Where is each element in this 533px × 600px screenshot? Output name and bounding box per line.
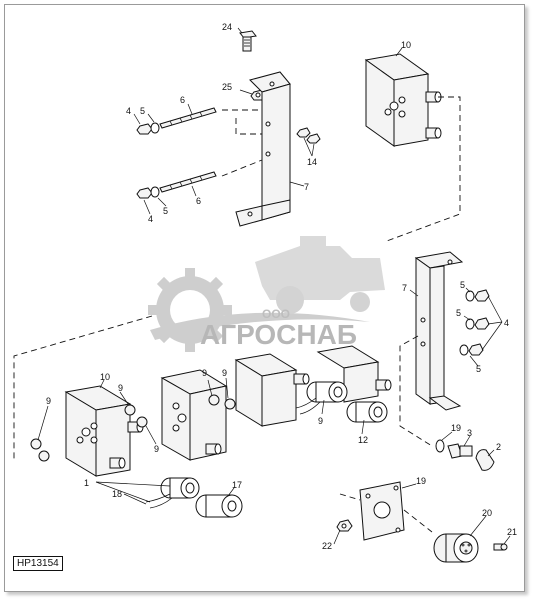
callout-label: 12 [358, 435, 368, 445]
callout-label: 19 [451, 423, 461, 433]
callout-label: 4 [148, 214, 153, 224]
callout-label: 10 [100, 372, 110, 382]
callout-label: 9 [46, 396, 51, 406]
callout-label: 6 [196, 196, 201, 206]
callout-label: 9 [202, 368, 207, 378]
figure-code: HP13154 [13, 556, 63, 571]
callout-label: 10 [401, 40, 411, 50]
solenoid-coil-18 [145, 477, 200, 509]
callout-label: 9 [222, 368, 227, 378]
nut-washer-upper-left [136, 122, 160, 135]
connector-22 [433, 533, 479, 563]
nut-washer-lower-left [136, 186, 160, 199]
callout-label: 24 [222, 22, 232, 32]
callout-label: 25 [222, 82, 232, 92]
bracket-7-right [414, 251, 464, 411]
callout-label: 5 [163, 206, 168, 216]
o-ring-3 [435, 439, 445, 453]
callout-label: 14 [307, 157, 317, 167]
callout-label: 5 [460, 280, 465, 290]
watermark-logo: ООО АГРОСНАБ [148, 236, 385, 352]
callout-label: 5 [140, 106, 145, 116]
callout-label: 3 [467, 428, 472, 438]
nut-washer-right-2 [465, 317, 490, 330]
fitting-2 [447, 443, 473, 459]
callout-label: 21 [507, 527, 517, 537]
callout-label: 7 [402, 283, 407, 293]
valve-block-10-top [364, 53, 442, 147]
callout-label: 20 [482, 508, 492, 518]
stud-6-upper [159, 107, 217, 129]
mounting-plate-20 [359, 481, 405, 541]
nut-washer-right-1 [465, 289, 490, 302]
callout-label: 9 [154, 444, 159, 454]
valve-body-middle-3 [316, 345, 392, 403]
valve-body-middle-2 [208, 353, 310, 427]
callout-label: 4 [504, 318, 509, 328]
nut-21 [336, 519, 353, 532]
nuts-14 [296, 127, 321, 144]
callout-label: 4 [126, 106, 131, 116]
bracket-7-upper [235, 71, 291, 227]
valve-body-middle [124, 369, 228, 461]
nut-19-lower [195, 494, 243, 518]
nut-19-middle [346, 401, 388, 423]
callout-label: 9 [118, 383, 123, 393]
callout-label: 5 [456, 308, 461, 318]
leader-lines [37, 27, 511, 545]
bolt-24 [239, 30, 257, 52]
callout-label: 6 [180, 95, 185, 105]
solenoid-coil-12 [295, 381, 348, 415]
cap-1 [475, 449, 495, 471]
callout-label: 17 [232, 480, 242, 490]
callout-labels: 24 25 4 5 6 10 14 7 4 5 6 7 5 5 4 5 10 9… [46, 22, 517, 551]
nut-washer-right-3 [459, 343, 484, 356]
callout-label: 19 [416, 476, 426, 486]
callout-label: 7 [304, 182, 309, 192]
pin-23 [493, 543, 508, 551]
caps-9-left [30, 438, 50, 462]
callout-label: 9 [318, 416, 323, 426]
callout-label: 2 [496, 442, 501, 452]
stud-6-lower [159, 171, 217, 193]
callout-label: 1 [84, 478, 89, 488]
watermark-brand: АГРОСНАБ [200, 319, 357, 350]
callout-label: 5 [476, 364, 481, 374]
valve-block-10-lower [64, 385, 144, 477]
callout-label: 22 [322, 541, 332, 551]
callout-label: 18 [112, 489, 122, 499]
watermark-company: ООО [262, 307, 290, 321]
